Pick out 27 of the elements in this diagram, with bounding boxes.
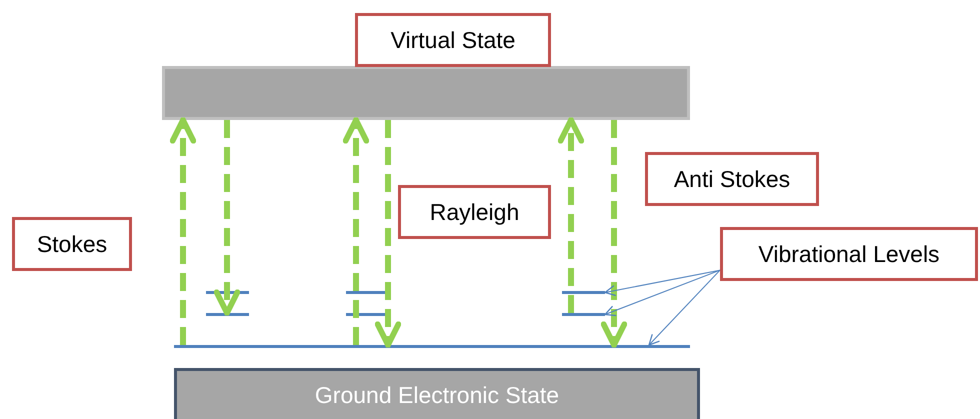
label-box xyxy=(645,152,819,206)
label-text: Stokes xyxy=(36,230,108,258)
leader-line xyxy=(648,270,720,346)
label-box xyxy=(720,227,978,281)
energy-level-line xyxy=(562,291,605,294)
ground-state-bar xyxy=(174,368,700,419)
label-box xyxy=(355,13,551,67)
energy-level-line xyxy=(562,313,605,316)
transition-arrow xyxy=(558,117,584,313)
transition-arrow xyxy=(600,120,628,348)
state-label: Ground Electronic State xyxy=(314,382,560,408)
energy-level-line xyxy=(174,345,690,348)
label-text: Vibrational Levels xyxy=(758,240,940,268)
transition-arrow xyxy=(374,120,402,348)
transition-arrow xyxy=(170,117,196,345)
label-text: Rayleigh xyxy=(430,198,520,226)
label-box xyxy=(12,217,132,271)
leader-line xyxy=(604,270,720,296)
label-box xyxy=(398,185,551,239)
label-text: Virtual State xyxy=(390,26,516,54)
energy-level-line xyxy=(206,313,249,316)
leader-line xyxy=(604,270,720,316)
energy-level-line xyxy=(206,291,249,294)
energy-level-bar xyxy=(162,66,690,120)
transition-arrow xyxy=(342,117,370,345)
label-text: Anti Stokes xyxy=(674,166,790,192)
transition-arrow xyxy=(214,120,240,316)
